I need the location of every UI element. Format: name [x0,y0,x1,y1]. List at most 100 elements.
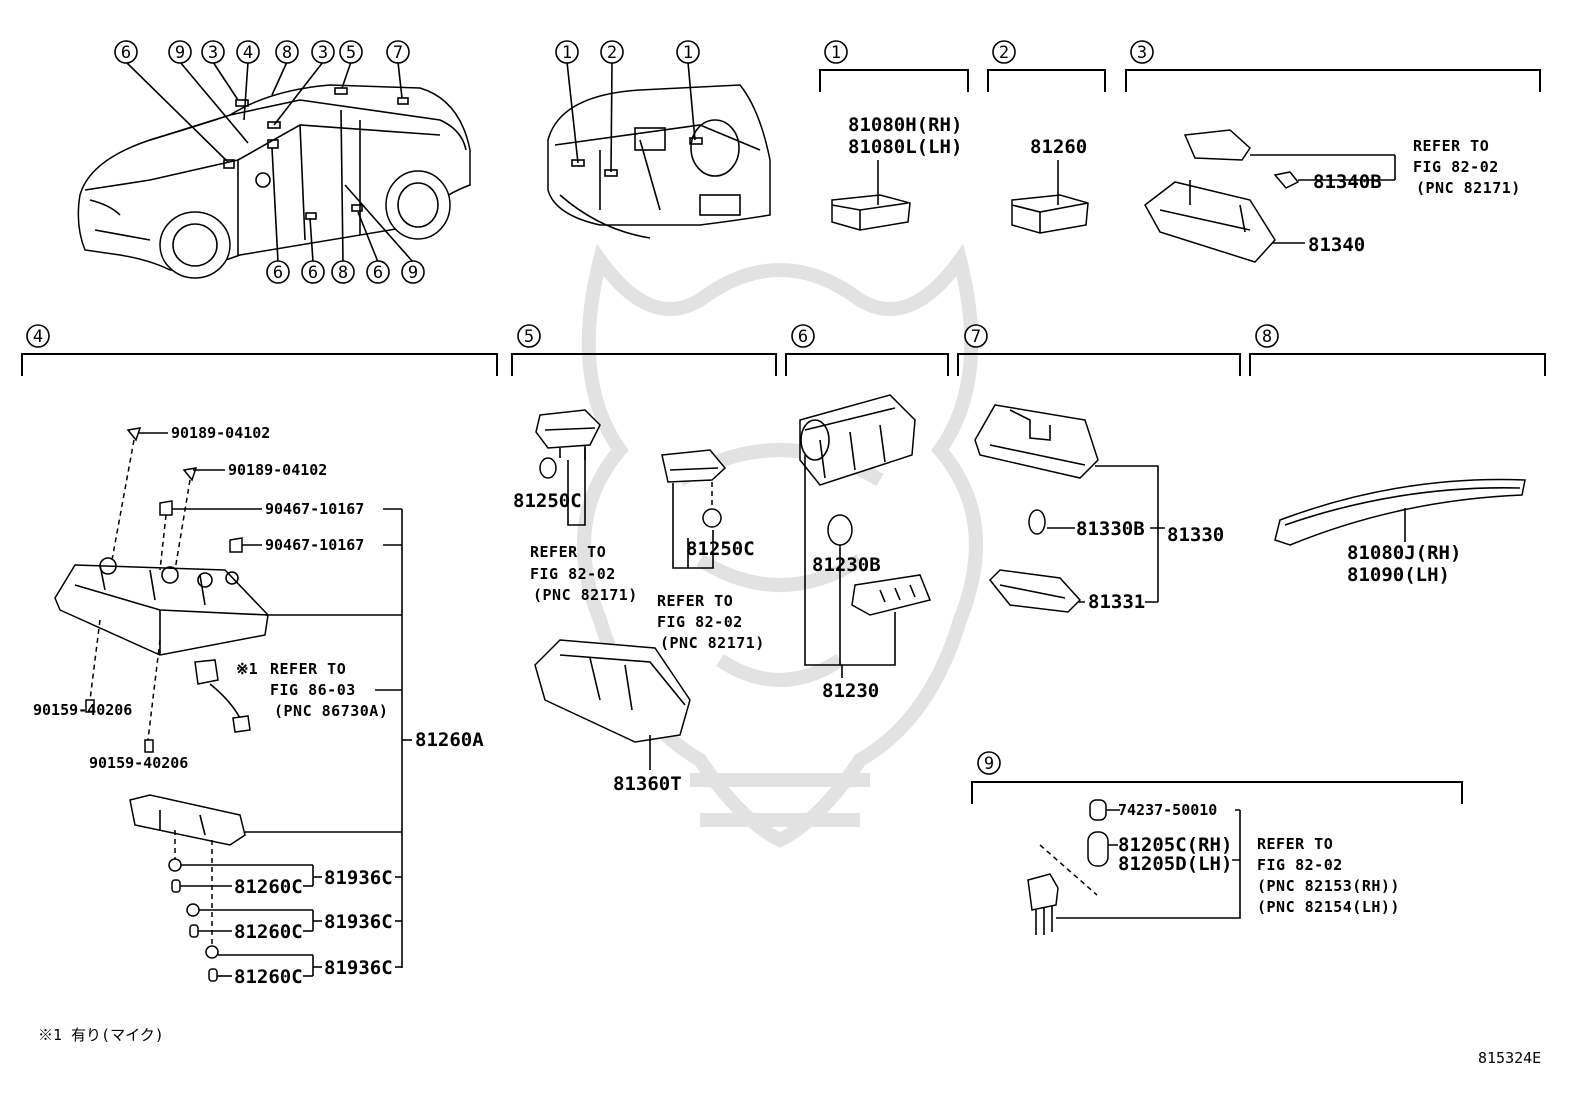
svg-text:2: 2 [999,43,1009,63]
refer-line: REFER TO [1257,835,1333,853]
car-leader-lines [125,61,414,263]
refer-pnc: (PNC 82171) [660,634,765,652]
svg-text:3: 3 [208,43,218,63]
section-index-circles: 1 2 3 4 5 6 7 8 9 [26,40,1279,775]
part-90189-04102-b: 90189-04102 [228,461,327,479]
refer-pnc-lh: (PNC 82154(LH)) [1257,898,1400,916]
section-5-parts [534,409,727,770]
section-2-lamp [1011,160,1089,234]
part-81090: 81090(LH) [1347,564,1450,586]
refer-line: REFER TO [530,543,606,561]
svg-text:6: 6 [308,263,318,283]
svg-text:5: 5 [524,327,534,347]
svg-text:6: 6 [798,327,808,347]
section-index-circle: 2 [992,40,1016,64]
callout-circle: 6 [366,260,390,284]
refer-line: REFER TO [1413,137,1489,155]
part-90467-10167-b: 90467-10167 [265,536,364,554]
part-90159-40206-a: 90159-40206 [33,701,132,719]
part-81205C: 81205C(RH) [1118,834,1232,856]
callout-circle: 8 [331,260,355,284]
refer-pnc: (PNC 82171) [1416,179,1521,197]
part-81230: 81230 [822,680,879,702]
section-index-circle: 6 [791,324,815,348]
part-81360T: 81360T [613,773,682,795]
callout-circle: 7 [386,40,410,64]
svg-text:7: 7 [393,43,403,63]
svg-text:8: 8 [1262,327,1272,347]
callout-circle: 3 [201,40,225,64]
part-81250C-b: 81250C [686,538,755,560]
refer-line: REFER TO [657,592,733,610]
refer-fig: FIG 82-02 [530,565,616,583]
callout-circle: 8 [275,40,299,64]
part-90467-10167-a: 90467-10167 [265,500,364,518]
part-81230B: 81230B [812,554,881,576]
svg-text:9: 9 [408,263,418,283]
callout-circle: 3 [311,40,335,64]
part-81260: 81260 [1030,136,1087,158]
part-81936C-b: 81936C [324,911,393,933]
callout-circle: 5 [339,40,363,64]
callout-circle: 2 [600,40,624,64]
section-index-circle: 8 [1255,324,1279,348]
part-81936C-c: 81936C [324,957,393,979]
dash-leader [610,61,613,173]
section-3-lamp [1144,129,1396,263]
callout-circle: 9 [401,260,425,284]
part-81080J: 81080J(RH) [1347,542,1461,564]
footnote: ※1 有り(マイク) [38,1026,164,1044]
part-81080L: 81080L(LH) [848,136,962,158]
refer-mark: ※1 [236,660,258,678]
callout-circle: 9 [168,40,192,64]
part-81331: 81331 [1088,591,1145,613]
callout-circle: 6 [114,40,138,64]
svg-text:5: 5 [346,43,356,63]
svg-text:3: 3 [1137,43,1147,63]
watermark-emblem [577,243,983,848]
refer-pnc: (PNC 86730A) [274,702,388,720]
section-7-parts [974,404,1165,613]
svg-text:4: 4 [33,327,43,347]
part-81340: 81340 [1308,234,1365,256]
refer-pnc-rh: (PNC 82153(RH)) [1257,877,1400,895]
callout-circle: 6 [301,260,325,284]
part-81260C-b: 81260C [234,921,303,943]
part-90159-40206-b: 90159-40206 [89,754,188,772]
section-index-circle: 7 [964,324,988,348]
dash-leader [566,61,579,164]
section-index-circle: 3 [1130,40,1154,64]
part-81330B: 81330B [1076,518,1145,540]
refer-fig: FIG 82-02 [1413,158,1499,176]
section-4-leaders [138,432,412,977]
section-index-circle: 5 [517,324,541,348]
section-8-parts [1274,478,1526,546]
section-index-circle: 4 [26,324,50,348]
refer-line: REFER TO [270,660,346,678]
section-index-circle: 9 [977,751,1001,775]
svg-text:1: 1 [683,43,693,63]
svg-text:1: 1 [562,43,572,63]
callout-circle: 1 [555,40,579,64]
section-index-circle: 1 [824,40,848,64]
part-81250C-a: 81250C [513,490,582,512]
svg-text:6: 6 [273,263,283,283]
svg-text:9: 9 [175,43,185,63]
part-81330: 81330 [1167,524,1224,546]
part-81260C-a: 81260C [234,876,303,898]
section-1-lamp [831,160,911,231]
refer-fig: FIG 82-02 [657,613,743,631]
part-74237-50010: 74237-50010 [1118,801,1217,819]
dash-leader [687,61,696,141]
refer-fig: FIG 82-02 [1257,856,1343,874]
section-9-parts [1027,799,1241,935]
svg-text:6: 6 [121,43,131,63]
section-6-parts [799,394,932,678]
dash-callouts: 1 2 1 [555,40,700,64]
svg-text:1: 1 [831,43,841,63]
figure-code: 815324E [1478,1049,1541,1067]
refer-pnc: (PNC 82171) [533,586,638,604]
